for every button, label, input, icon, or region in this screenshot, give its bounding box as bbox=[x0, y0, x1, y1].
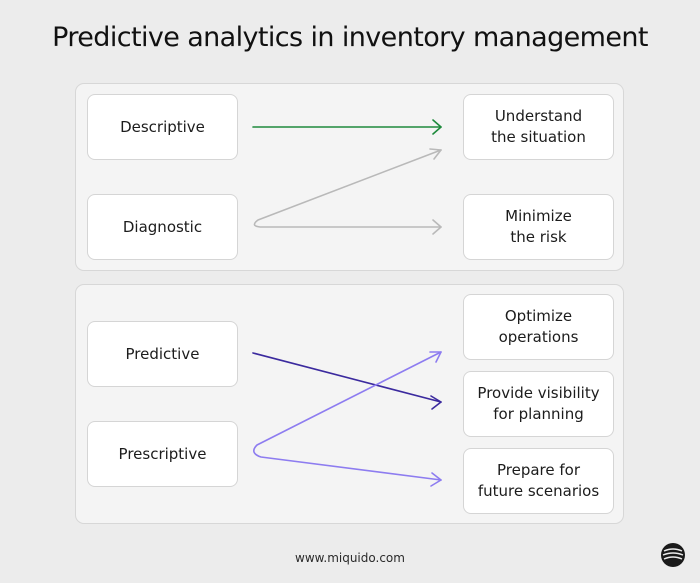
miquido-logo-icon bbox=[661, 543, 685, 567]
node-prepare-for-future-scenarios-label: Prepare for future scenarios bbox=[477, 461, 600, 500]
node-provide-visibility-for-planning: Provide visibility for planning bbox=[463, 371, 614, 437]
node-predictive-label: Predictive bbox=[125, 344, 200, 363]
node-descriptive: Descriptive bbox=[87, 94, 238, 160]
node-optimize-operations: Optimize operations bbox=[463, 294, 614, 360]
node-diagnostic-label: Diagnostic bbox=[122, 217, 203, 236]
node-prescriptive: Prescriptive bbox=[87, 421, 238, 487]
page-title: Predictive analytics in inventory manage… bbox=[52, 22, 648, 53]
node-understand-the-situation: Understand the situation bbox=[463, 94, 614, 160]
node-minimize-the-risk-label: Minimize the risk bbox=[505, 207, 572, 246]
node-minimize-the-risk: Minimize the risk bbox=[463, 194, 614, 260]
node-provide-visibility-for-planning-label: Provide visibility for planning bbox=[477, 384, 600, 423]
node-predictive: Predictive bbox=[87, 321, 238, 387]
node-diagnostic: Diagnostic bbox=[87, 194, 238, 260]
node-descriptive-label: Descriptive bbox=[120, 117, 205, 136]
node-prescriptive-label: Prescriptive bbox=[118, 444, 207, 463]
node-optimize-operations-label: Optimize operations bbox=[498, 307, 579, 346]
node-understand-the-situation-label: Understand the situation bbox=[491, 107, 586, 146]
footer-url: www.miquido.com bbox=[295, 551, 405, 565]
node-prepare-for-future-scenarios: Prepare for future scenarios bbox=[463, 448, 614, 514]
